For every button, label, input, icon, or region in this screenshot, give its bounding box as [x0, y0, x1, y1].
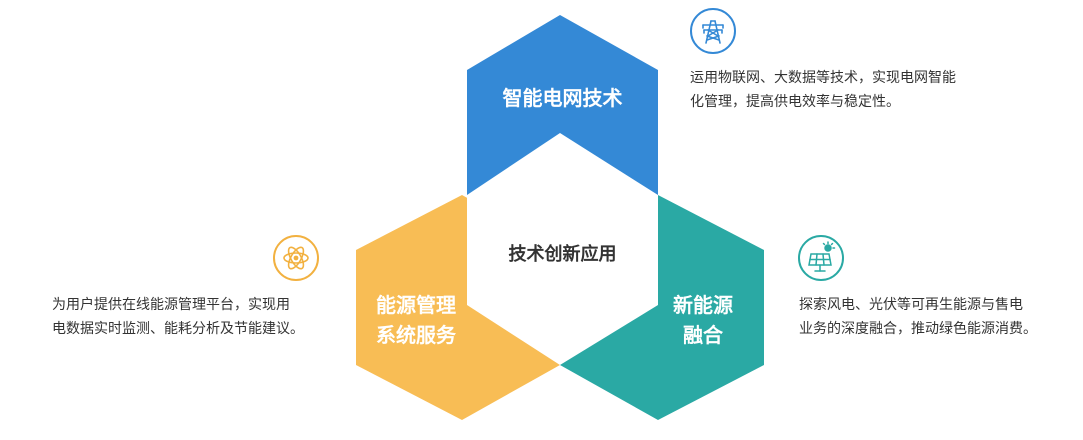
center-hexagon	[467, 133, 658, 365]
right-hexagon-label: 新能源 融合	[648, 290, 758, 350]
top-hexagon-label: 智能电网技术	[502, 86, 623, 110]
left-label-line-2: 系统服务	[376, 323, 456, 347]
atom-icon	[273, 235, 319, 281]
right-description-line-1: 探索风电、光伏等可再生能源与售电	[799, 297, 1023, 313]
right-label-line-1: 新能源	[673, 293, 733, 317]
left-description-line-2: 电数据实时监测、能耗分析及节能建议。	[52, 321, 304, 337]
left-hexagon-label: 能源管理 系统服务	[356, 290, 476, 350]
center-label: 技术创新应用	[508, 244, 617, 265]
top-description: 运用物联网、大数据等技术，实现电网智能 化管理，提高供电效率与稳定性。	[690, 66, 1020, 114]
left-description: 为用户提供在线能源管理平台，实现用 电数据实时监测、能耗分析及节能建议。	[52, 293, 342, 341]
right-label-line-2: 融合	[683, 323, 723, 347]
right-description-line-2: 业务的深度融合，推动绿色能源消费。	[799, 321, 1037, 337]
solar-panel-icon	[798, 235, 844, 281]
power-tower-icon	[690, 8, 736, 54]
left-label-line-1: 能源管理	[376, 293, 456, 317]
top-description-line-2: 化管理，提高供电效率与稳定性。	[690, 94, 900, 110]
right-description: 探索风电、光伏等可再生能源与售电 业务的深度融合，推动绿色能源消费。	[799, 293, 1079, 341]
left-description-line-1: 为用户提供在线能源管理平台，实现用	[52, 297, 290, 313]
top-description-line-1: 运用物联网、大数据等技术，实现电网智能	[690, 70, 956, 86]
